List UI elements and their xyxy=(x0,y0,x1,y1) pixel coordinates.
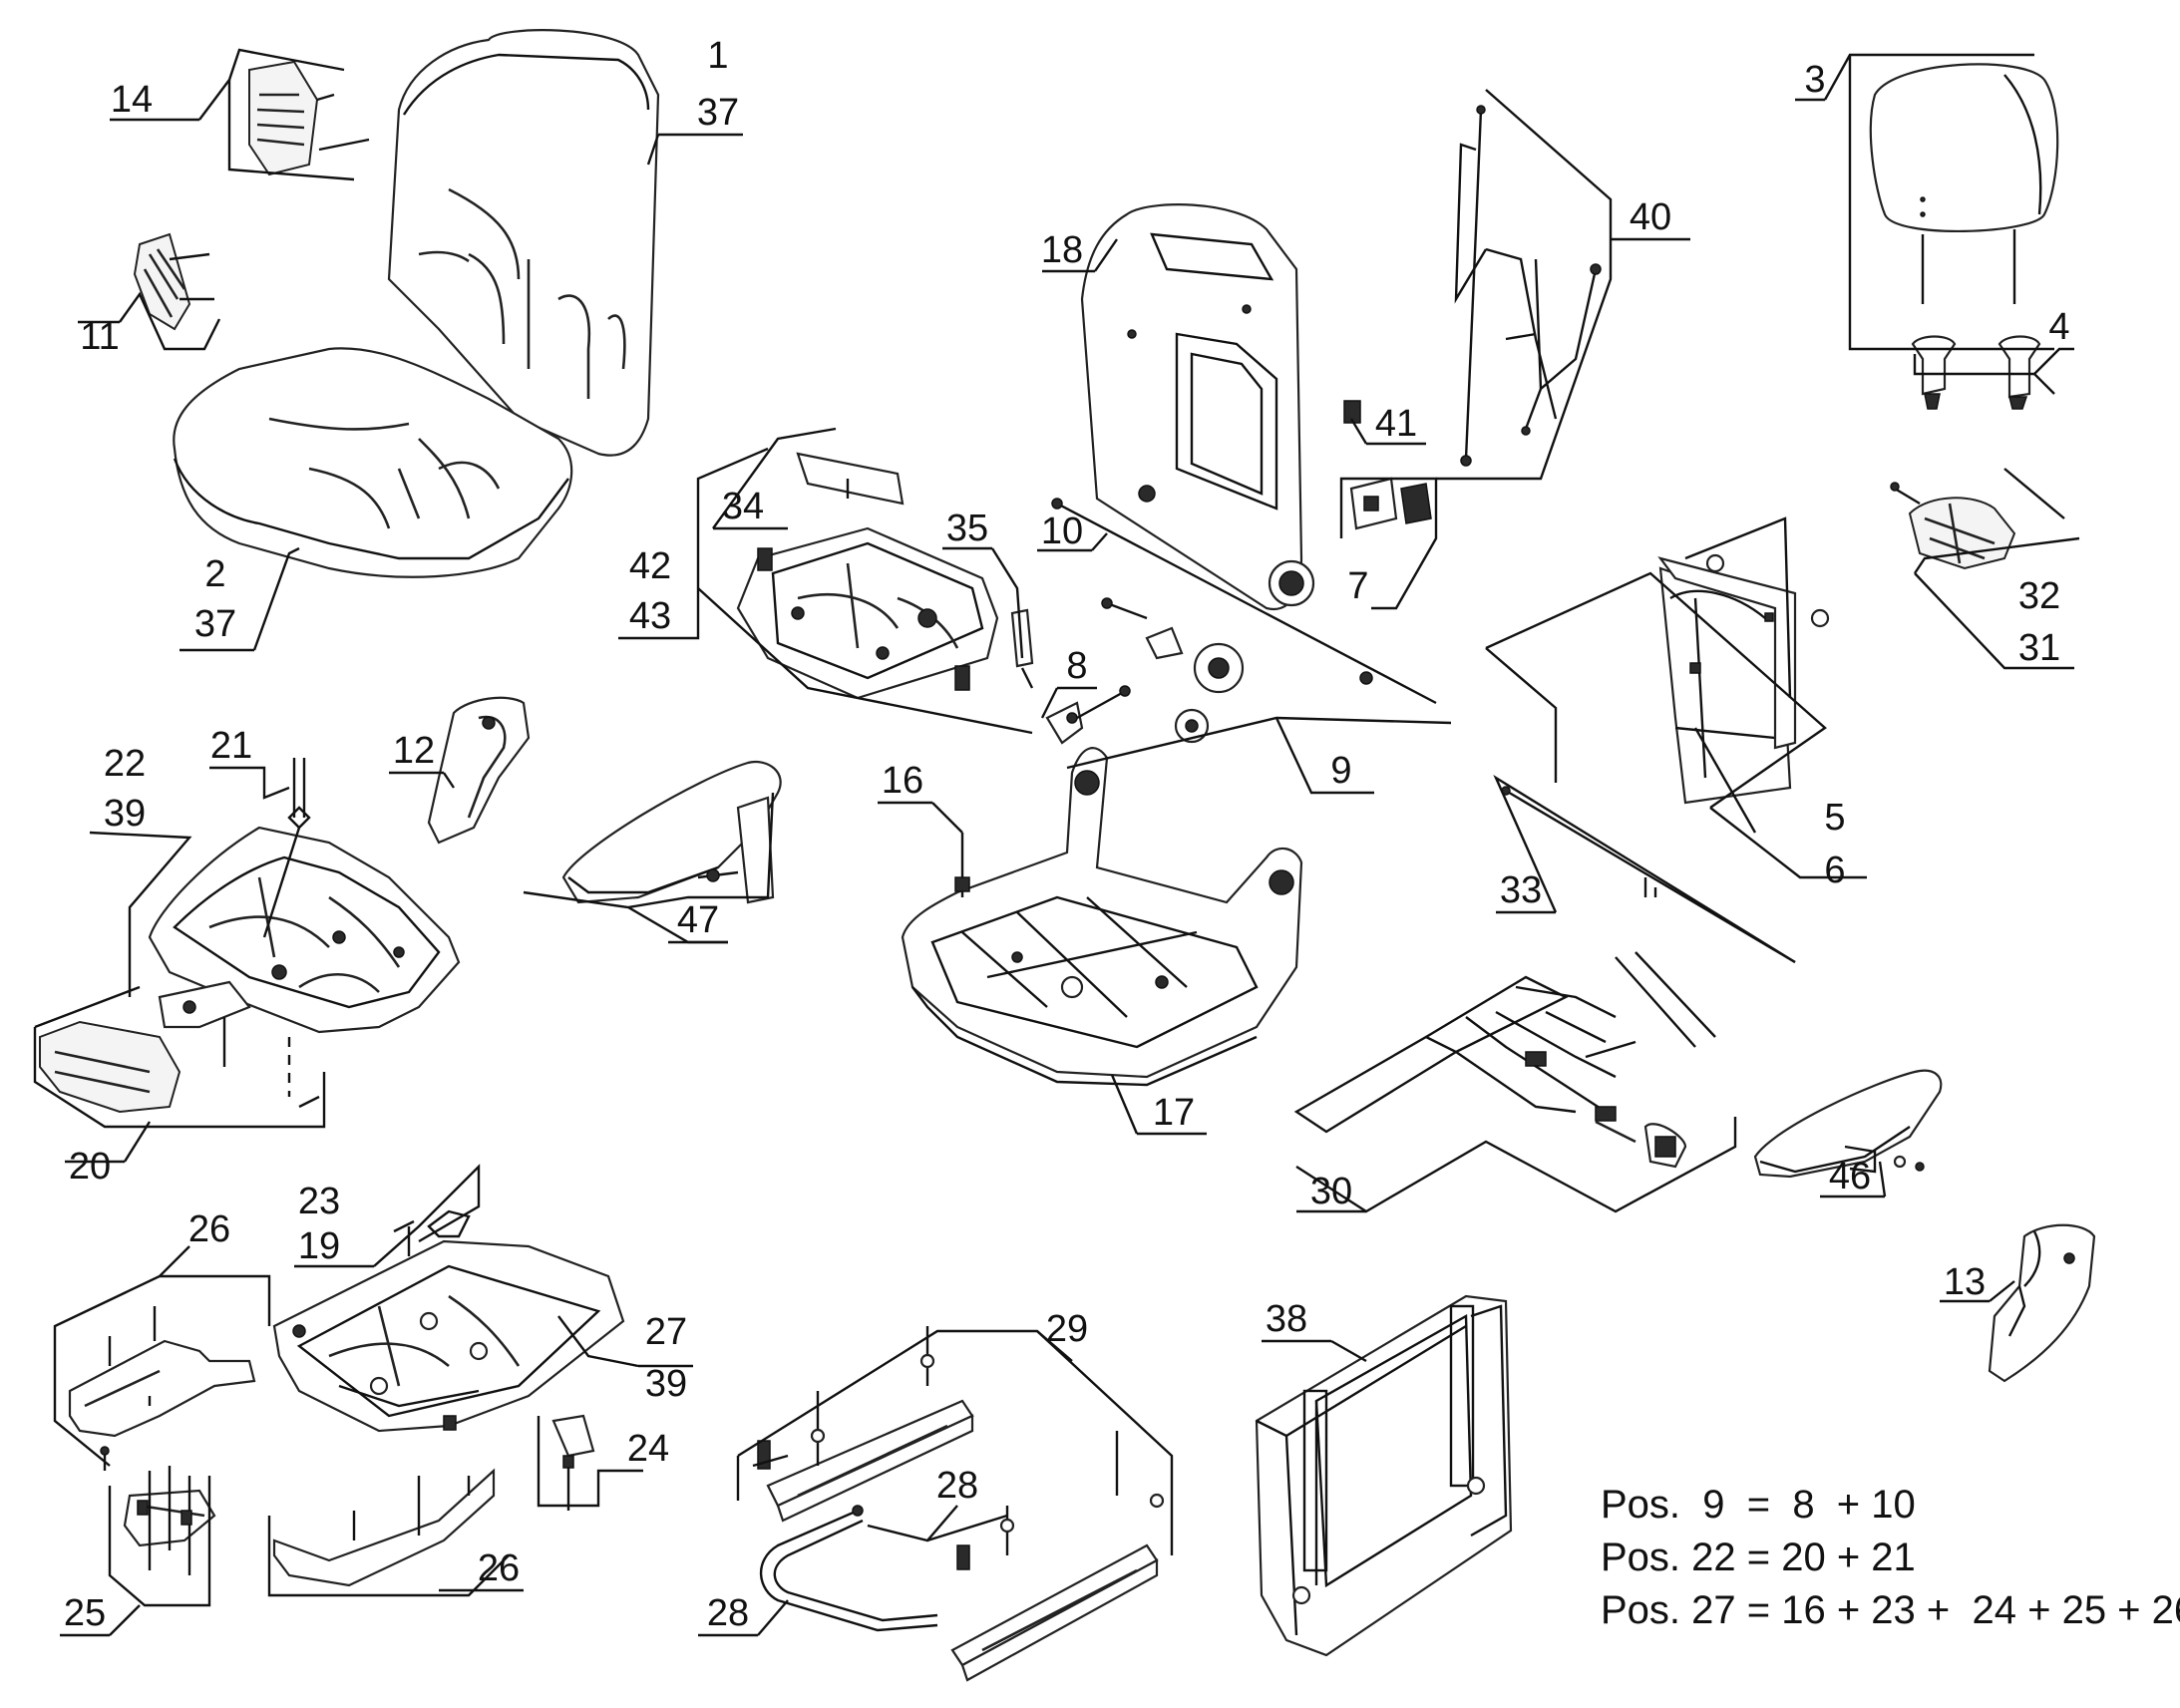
callout-27: 27 xyxy=(645,1311,687,1353)
callout-41: 41 xyxy=(1375,403,1417,445)
callout-46: 46 xyxy=(1829,1156,1871,1197)
callout-34: 34 xyxy=(722,486,764,527)
callout-25: 25 xyxy=(64,1592,106,1634)
part-32-lumbar-unit xyxy=(1890,468,2065,570)
callout-42: 42 xyxy=(629,545,671,587)
part-20-lever xyxy=(39,980,320,1114)
part-29-slide-rails xyxy=(752,1326,1165,1682)
callout-13: 13 xyxy=(1944,1261,1986,1303)
callout-3: 3 xyxy=(1804,59,1825,101)
callout-12: 12 xyxy=(393,730,435,772)
part-7-switch-unit xyxy=(1349,477,1432,530)
callout-9: 9 xyxy=(1330,750,1351,792)
formula-pos-22: Pos. 22 = 20 + 21 xyxy=(1601,1536,1916,1579)
callout-43: 43 xyxy=(629,595,671,637)
formula-pos-27: Pos. 27 = 16 + 23 + 24 + 25 + 26 xyxy=(1601,1588,2180,1632)
callout-1: 1 xyxy=(707,35,728,77)
formula-pos-9: Pos. 9 = 8 + 10 xyxy=(1601,1483,1916,1527)
part-30-seat-belt xyxy=(1293,951,1716,1169)
part-5-lumbar-plate xyxy=(1657,516,1830,834)
callout-22: 22 xyxy=(104,743,146,785)
callout-31: 31 xyxy=(2018,627,2060,669)
callout-39-lower: 39 xyxy=(645,1363,687,1405)
part-25-lever-bracket xyxy=(123,1466,216,1575)
part-11-cover xyxy=(133,232,214,331)
part-14-handle xyxy=(248,60,370,176)
callout-17: 17 xyxy=(1153,1092,1195,1134)
backrest-cushion xyxy=(387,29,660,457)
part-42-mechanism-plate xyxy=(736,452,1034,700)
callout-30: 30 xyxy=(1310,1171,1352,1212)
callout-47: 47 xyxy=(677,899,719,941)
callout-28-upper: 28 xyxy=(936,1465,978,1507)
callout-4: 4 xyxy=(2048,306,2069,348)
callout-2: 2 xyxy=(204,553,225,595)
part-8-bracket xyxy=(1045,685,1131,745)
part-12-side-cover xyxy=(427,696,531,845)
part-10-shaft xyxy=(1051,498,1437,744)
callout-18: 18 xyxy=(1041,229,1083,271)
part-21-cable xyxy=(262,758,311,938)
part-47-armrest xyxy=(561,760,782,904)
callout-23: 23 xyxy=(298,1181,340,1222)
part-38-base-frame xyxy=(1255,1294,1513,1657)
callout-16: 16 xyxy=(882,760,923,802)
part-28-handle-bar xyxy=(759,1505,938,1632)
part-41-switch xyxy=(1343,400,1361,424)
callout-26-lower: 26 xyxy=(478,1547,520,1589)
part-13-side-cover xyxy=(1988,1223,2096,1383)
callout-6: 6 xyxy=(1824,850,1845,891)
part-22-seat-pan xyxy=(148,826,461,1034)
position-formulas: Pos. 9 = 8 + 10 Pos. 22 = 20 + 21 Pos. 2… xyxy=(1601,1483,2180,1632)
callout-35: 35 xyxy=(946,508,988,549)
callout-21: 21 xyxy=(210,725,252,767)
callout-20: 20 xyxy=(69,1146,111,1188)
part-40-wiring-harness xyxy=(1454,105,1602,467)
callout-14: 14 xyxy=(111,79,153,121)
callout-10: 10 xyxy=(1041,511,1083,552)
callout-37-bottom: 37 xyxy=(194,603,236,645)
part-26-upper-bracket xyxy=(68,1306,256,1471)
callout-39-upper: 39 xyxy=(104,793,146,835)
callout-26-upper: 26 xyxy=(188,1208,230,1250)
part-24-bracket xyxy=(551,1414,595,1511)
callout-32: 32 xyxy=(2018,575,2060,617)
leader-lines xyxy=(33,48,2080,1637)
part-4-headrest-guides xyxy=(1911,335,2041,410)
part-46-armrest xyxy=(1753,1069,1943,1179)
callout-11: 11 xyxy=(80,316,119,358)
callout-19: 19 xyxy=(298,1225,340,1267)
part-3-headrest xyxy=(1869,63,2059,304)
part-18-backrest-frame xyxy=(1080,203,1315,610)
callout-37-top: 37 xyxy=(697,92,739,134)
part-16-bolt xyxy=(954,833,970,897)
callout-5: 5 xyxy=(1824,797,1845,839)
callout-7: 7 xyxy=(1347,565,1368,607)
callout-24: 24 xyxy=(627,1428,669,1470)
callout-38: 38 xyxy=(1266,1298,1307,1340)
callout-8: 8 xyxy=(1066,645,1087,687)
callout-33: 33 xyxy=(1500,869,1542,911)
seat-cushion xyxy=(173,347,573,578)
callout-40: 40 xyxy=(1630,196,1671,238)
callout-29: 29 xyxy=(1046,1308,1088,1350)
part-17-seat-frame xyxy=(901,747,1303,1087)
callout-labels: 1 37 14 11 2 37 34 35 42 43 10 8 9 18 40… xyxy=(64,35,2070,1634)
part-23-base-plate xyxy=(272,1209,625,1433)
part-26-lower-bracket xyxy=(272,1468,496,1587)
callout-28-lower: 28 xyxy=(707,1592,749,1634)
